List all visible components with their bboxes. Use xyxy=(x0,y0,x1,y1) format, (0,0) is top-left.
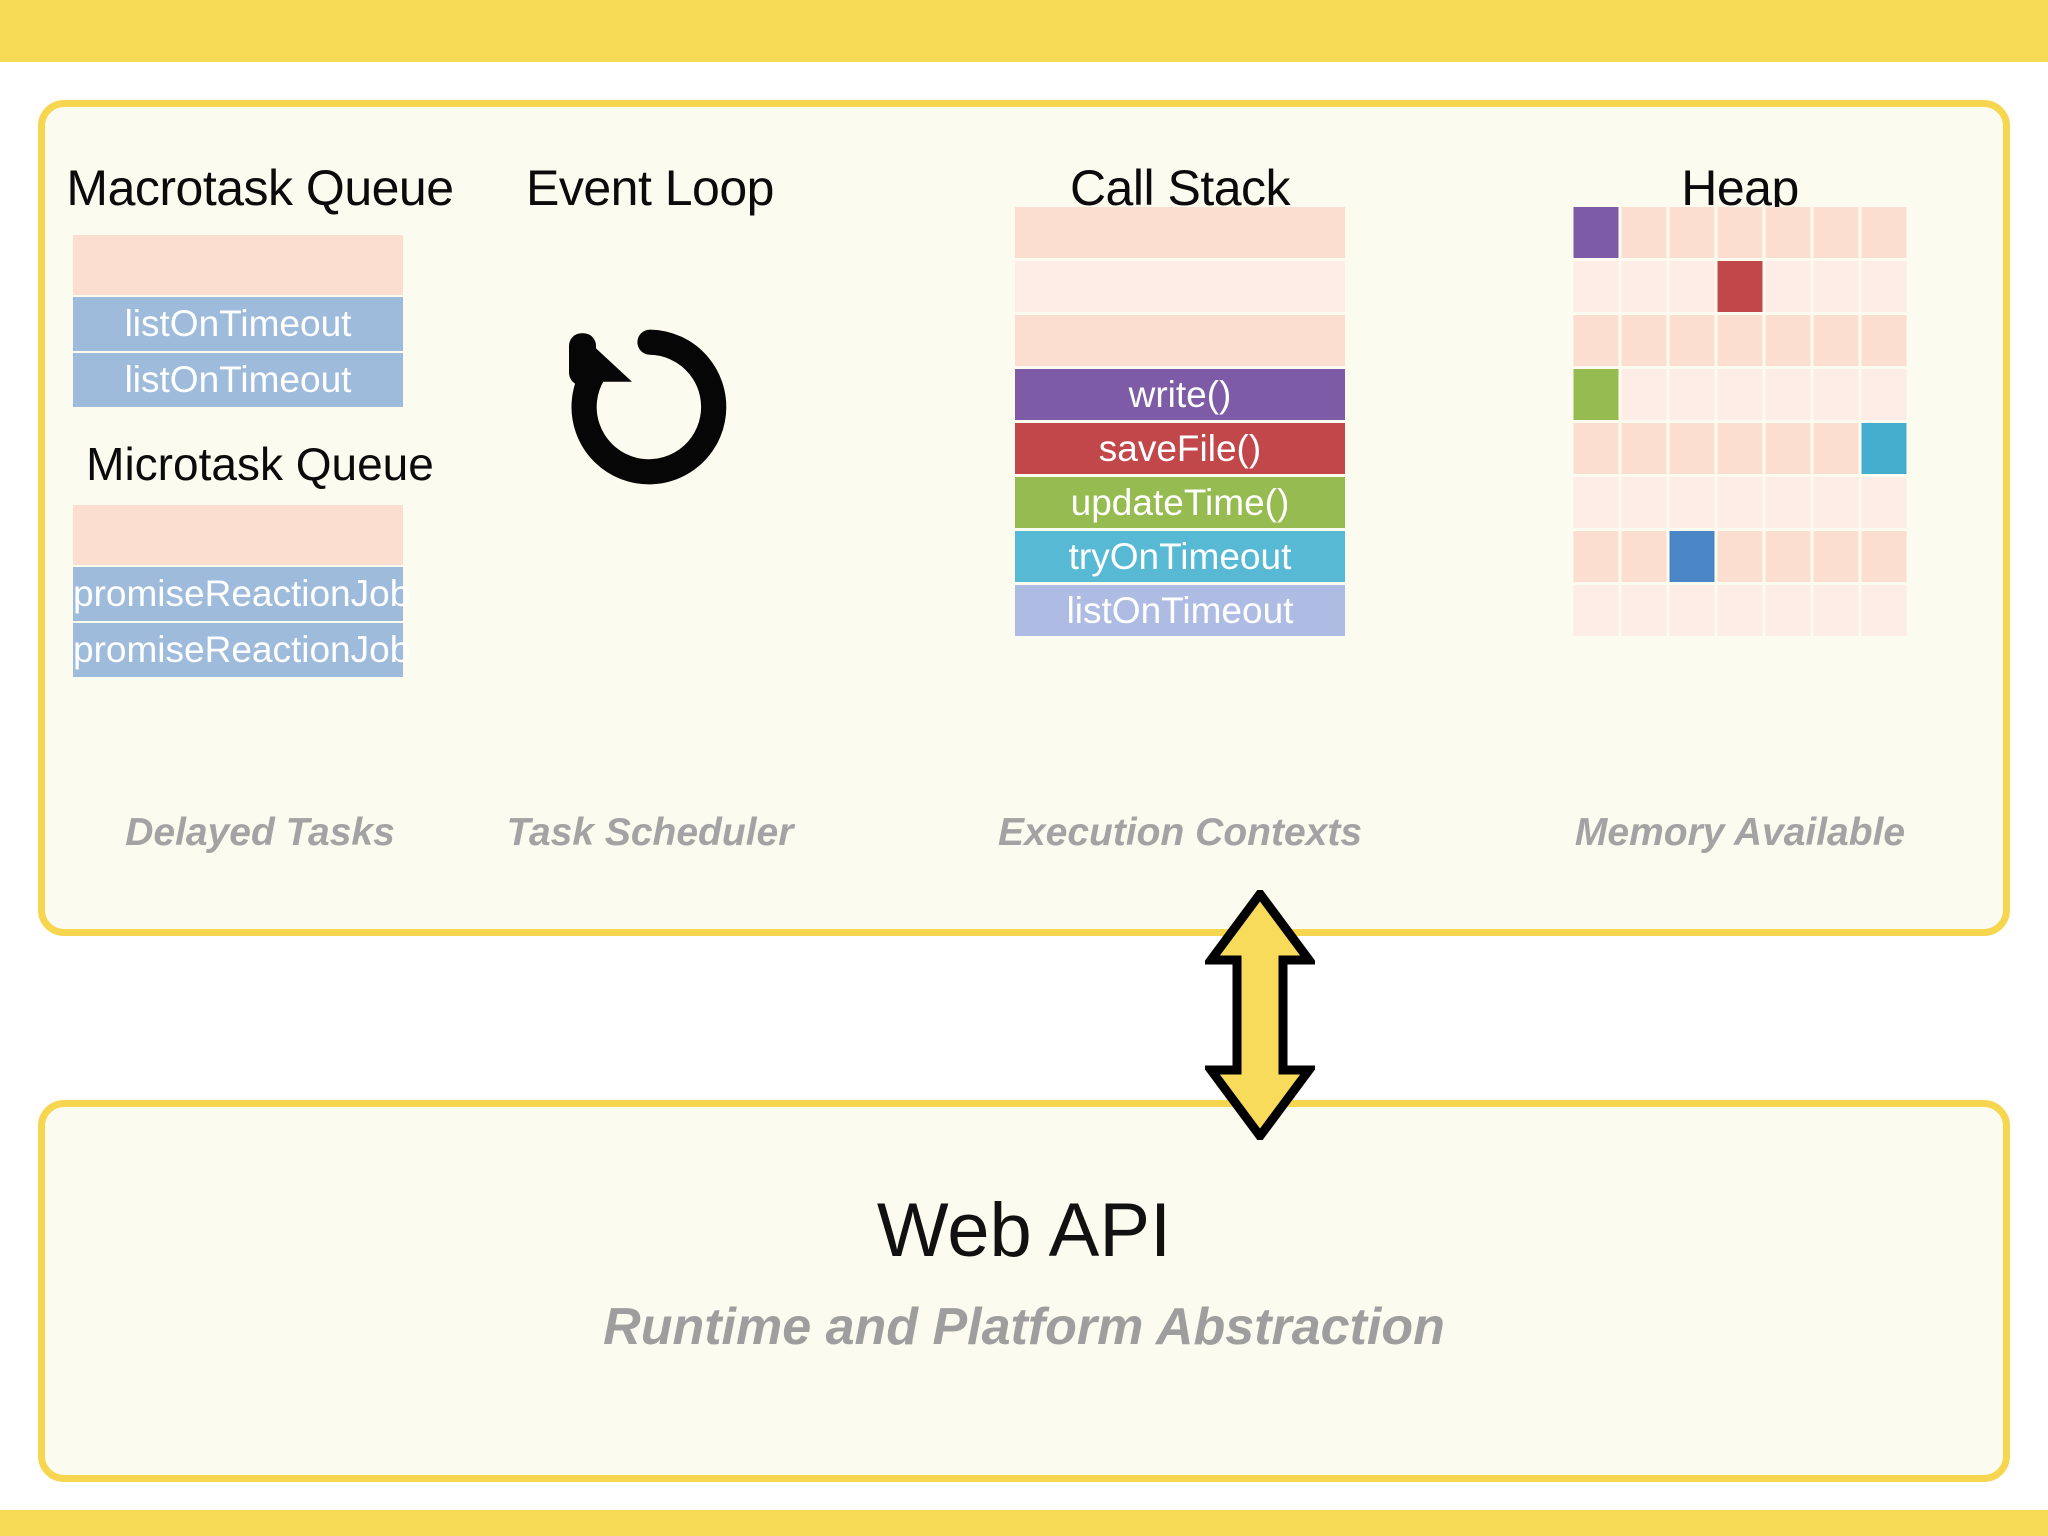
rotate-counterclockwise-icon xyxy=(555,317,745,497)
heap-cell xyxy=(1861,315,1907,366)
macrotask-item[interactable]: listOnTimeout xyxy=(73,297,403,351)
heap-cell xyxy=(1717,585,1763,636)
heap-caption: Memory Available xyxy=(1574,811,1906,854)
macrotask-item[interactable]: listOnTimeout xyxy=(73,353,403,407)
heap-cell xyxy=(1813,477,1859,528)
heap-cell xyxy=(1669,261,1715,312)
heap-title: Heap xyxy=(1681,160,1799,216)
heap-cell xyxy=(1621,585,1667,636)
column-macrotask-queue: Macrotask Queue listOnTimeout listOnTime… xyxy=(45,107,475,929)
heap-cell xyxy=(1813,369,1859,420)
heap-cell xyxy=(1573,315,1619,366)
heap-cell xyxy=(1717,423,1763,474)
heap-cell xyxy=(1717,207,1763,258)
heap-cell xyxy=(1765,315,1811,366)
web-api-subtitle: Runtime and Platform Abstraction xyxy=(603,1298,1445,1356)
bidirectional-vertical-arrow-icon xyxy=(1202,886,1318,1144)
heap-cell xyxy=(1813,423,1859,474)
heap-cell xyxy=(1717,369,1763,420)
heap-cell xyxy=(1669,369,1715,420)
heap-cell xyxy=(1717,531,1763,582)
microtask-queue-title: Microtask Queue xyxy=(86,438,434,490)
heap-cell xyxy=(1813,207,1859,258)
column-event-loop: Event Loop Task Scheduler xyxy=(475,107,825,929)
heap-cell xyxy=(1813,261,1859,312)
call-stack-empty-slot xyxy=(1015,261,1345,312)
heap-cell xyxy=(1861,423,1907,474)
runtime-panel: Macrotask Queue listOnTimeout listOnTime… xyxy=(38,100,2010,936)
call-stack-frame-tryontimeout[interactable]: tryOnTimeout xyxy=(1015,531,1345,582)
call-stack-frame-updatetime[interactable]: updateTime() xyxy=(1015,477,1345,528)
call-stack-title: Call Stack xyxy=(1069,160,1291,216)
heap-cell xyxy=(1717,315,1763,366)
heap-cell xyxy=(1573,423,1619,474)
heap-cell xyxy=(1861,477,1907,528)
heap-cell xyxy=(1573,261,1619,312)
heap-cell xyxy=(1861,261,1907,312)
heap-memory-grid xyxy=(1573,207,1907,636)
heap-cell xyxy=(1621,423,1667,474)
call-stack-caption: Execution Contexts xyxy=(997,811,1363,854)
heap-cell xyxy=(1717,477,1763,528)
heap-cell xyxy=(1621,207,1667,258)
heap-cell xyxy=(1717,261,1763,312)
heap-cell xyxy=(1669,477,1715,528)
heap-cell xyxy=(1621,477,1667,528)
microtask-item[interactable]: promiseReactionJob xyxy=(73,567,410,621)
heap-cell xyxy=(1669,315,1715,366)
event-loop-title: Event Loop xyxy=(526,160,774,216)
call-stack-empty-slot xyxy=(1015,315,1345,366)
heap-cell xyxy=(1861,585,1907,636)
heap-cell xyxy=(1765,531,1811,582)
heap-cell xyxy=(1573,531,1619,582)
heap-cell xyxy=(1861,207,1907,258)
macrotask-queue-list: listOnTimeout listOnTimeout xyxy=(73,235,403,407)
microtask-empty-slot xyxy=(73,505,403,565)
heap-cell xyxy=(1669,207,1715,258)
heap-cell xyxy=(1765,261,1811,312)
web-api-title: Web API xyxy=(876,1188,1172,1273)
call-stack-frame-savefile[interactable]: saveFile() xyxy=(1015,423,1345,474)
macrotask-empty-slot xyxy=(73,235,403,295)
heap-cell xyxy=(1765,423,1811,474)
event-loop-caption: Task Scheduler xyxy=(506,811,794,854)
heap-cell xyxy=(1621,369,1667,420)
heap-cell xyxy=(1621,315,1667,366)
heap-cell xyxy=(1765,585,1811,636)
microtask-queue-list: promiseReactionJob promiseReactionJob xyxy=(73,505,410,677)
column-heap: Heap Memory Available xyxy=(1475,107,2005,929)
heap-cell xyxy=(1813,315,1859,366)
column-call-stack: Call Stack write() saveFile() updateTime… xyxy=(825,107,1535,929)
heap-cell xyxy=(1669,423,1715,474)
heap-cell xyxy=(1573,207,1619,258)
bottom-accent-bar xyxy=(0,1510,2048,1536)
heap-cell xyxy=(1813,531,1859,582)
heap-cell xyxy=(1621,531,1667,582)
call-stack-empty-slot xyxy=(1015,207,1345,258)
macrotask-queue-caption: Delayed Tasks xyxy=(125,811,395,854)
heap-cell xyxy=(1573,477,1619,528)
heap-cell xyxy=(1861,531,1907,582)
heap-cell xyxy=(1669,585,1715,636)
heap-cell xyxy=(1573,585,1619,636)
heap-cell xyxy=(1669,531,1715,582)
heap-cell xyxy=(1765,369,1811,420)
call-stack-frame-listontimeout[interactable]: listOnTimeout xyxy=(1015,585,1345,636)
heap-cell xyxy=(1573,369,1619,420)
web-api-panel: Web API Runtime and Platform Abstraction xyxy=(38,1100,2010,1482)
microtask-item[interactable]: promiseReactionJob xyxy=(73,623,410,677)
heap-cell xyxy=(1765,207,1811,258)
macrotask-queue-title: Macrotask Queue xyxy=(66,160,454,216)
heap-cell xyxy=(1813,585,1859,636)
heap-cell xyxy=(1621,261,1667,312)
heap-cell xyxy=(1765,477,1811,528)
call-stack-frame-write[interactable]: write() xyxy=(1015,369,1345,420)
heap-cell xyxy=(1861,369,1907,420)
top-accent-bar xyxy=(0,0,2048,62)
call-stack-frames: write() saveFile() updateTime() tryOnTim… xyxy=(825,207,1535,639)
